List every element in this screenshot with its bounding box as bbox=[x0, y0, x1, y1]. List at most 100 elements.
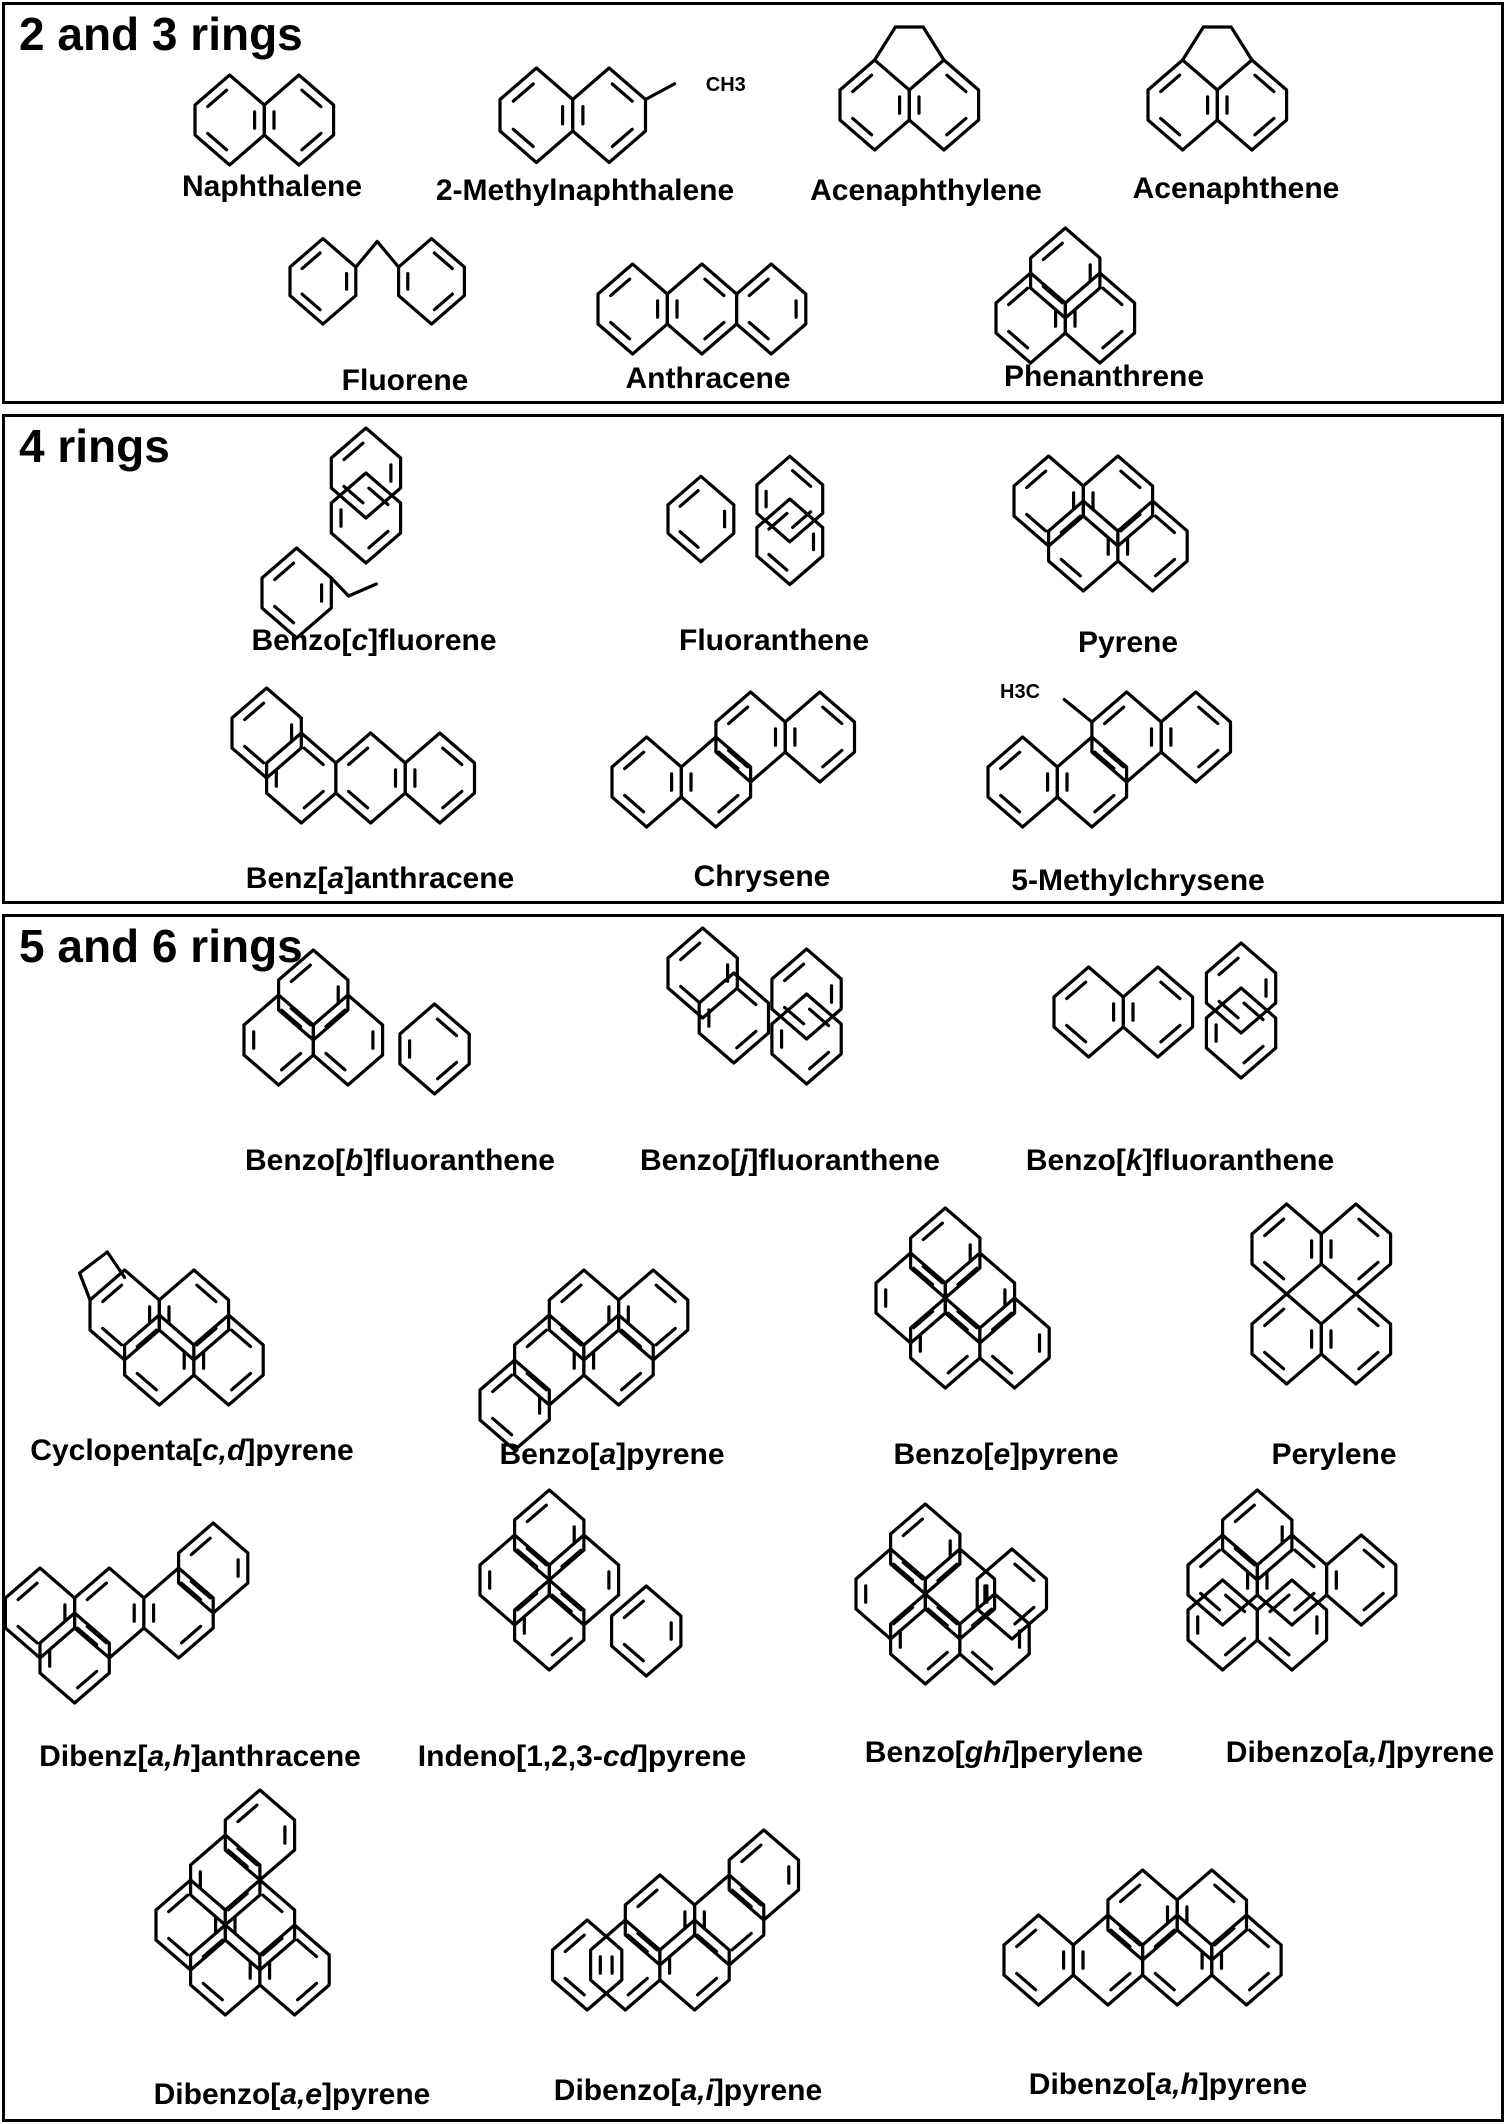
compound-name: Chrysene bbox=[693, 860, 831, 893]
ring bbox=[658, 1918, 731, 2012]
ring bbox=[755, 454, 825, 544]
compound-name: Dibenzo[a,e]pyrene bbox=[153, 2078, 431, 2111]
ring bbox=[1221, 1488, 1294, 1582]
compound-name: Indeno[1,2,3-cd]pyrene bbox=[417, 1740, 747, 1773]
structure-benzo-k-fluoranthene bbox=[1052, 941, 1278, 1080]
structure-benz-a-anthracene bbox=[230, 686, 477, 825]
ring bbox=[783, 690, 857, 784]
section-5-6-rings: 5 and 6 rings bbox=[2, 914, 1504, 2122]
ring bbox=[889, 1502, 962, 1596]
compound-name: Benzo[c]fluorene bbox=[251, 624, 497, 657]
ring bbox=[1121, 965, 1195, 1059]
ring bbox=[1186, 1533, 1259, 1627]
structure-fluorene bbox=[288, 237, 466, 326]
ring bbox=[311, 993, 385, 1087]
ring bbox=[907, 58, 981, 152]
compound-name: Acenaphthylene bbox=[810, 174, 1042, 207]
ring bbox=[986, 735, 1059, 829]
compound-name: Fluorene bbox=[341, 364, 469, 397]
ring bbox=[1215, 58, 1289, 152]
structure-acenaphthylene bbox=[838, 25, 981, 152]
ring bbox=[513, 1578, 586, 1672]
ring bbox=[943, 1251, 1017, 1345]
compound-name: Anthracene bbox=[625, 362, 791, 395]
ring bbox=[923, 1547, 997, 1641]
compound-name: 5-Methylchrysene bbox=[1011, 864, 1265, 897]
structure-naphthalene bbox=[193, 73, 336, 167]
structure-chrysene bbox=[610, 690, 857, 829]
ring bbox=[513, 1488, 586, 1582]
ring bbox=[975, 1547, 1049, 1641]
compound-name: Benzo[ghi]perylene bbox=[864, 1736, 1144, 1769]
ring bbox=[1204, 986, 1278, 1080]
ring bbox=[230, 686, 303, 780]
compound-name: Perylene bbox=[1271, 1438, 1397, 1471]
ring bbox=[1255, 1578, 1329, 1672]
ring bbox=[755, 497, 825, 587]
bond bbox=[643, 82, 677, 102]
compound-name: Dibenz[a,h]anthracene bbox=[39, 1740, 361, 1773]
structure-phenanthrene bbox=[994, 226, 1137, 365]
ring bbox=[770, 947, 843, 1041]
ring bbox=[157, 1268, 231, 1362]
section-title: 2 and 3 rings bbox=[19, 8, 303, 60]
ring bbox=[1116, 499, 1189, 593]
ring bbox=[258, 1923, 331, 2017]
structure-5-methylchrysene: H3C bbox=[986, 681, 1233, 829]
ring bbox=[665, 262, 739, 356]
ring bbox=[397, 237, 466, 326]
ring bbox=[610, 735, 683, 829]
ring bbox=[666, 926, 739, 1020]
compound-name: Fluoranthene bbox=[678, 624, 870, 657]
compound-name: 2-Methylnaphthalene bbox=[435, 174, 735, 207]
structure-benzo-b-fluoranthene bbox=[242, 948, 471, 1096]
ring bbox=[3, 1566, 77, 1660]
ring bbox=[1175, 1868, 1249, 1962]
ring bbox=[277, 948, 350, 1042]
ring bbox=[1146, 58, 1219, 152]
ring bbox=[1029, 226, 1102, 320]
compound-name: Benzo[j]fluoranthene bbox=[639, 1144, 941, 1177]
structure-dibenzo-ae-pyrene bbox=[154, 1788, 331, 2017]
ring bbox=[1325, 1533, 1398, 1627]
ring bbox=[582, 1313, 655, 1407]
ring bbox=[770, 992, 843, 1086]
structure-fluoranthene bbox=[666, 454, 825, 587]
ring bbox=[1210, 1913, 1283, 2007]
ring bbox=[142, 1566, 215, 1660]
ring bbox=[192, 1313, 265, 1407]
compound-name: Cyclopenta[c,d]pyrene bbox=[30, 1434, 354, 1467]
ring bbox=[260, 546, 333, 640]
bond bbox=[873, 25, 946, 62]
ring bbox=[329, 471, 403, 565]
structure-benzo-c-fluorene bbox=[260, 426, 403, 640]
ring bbox=[329, 426, 403, 520]
bond bbox=[329, 576, 378, 598]
ring bbox=[1319, 1292, 1393, 1386]
structure-dibenzo-al-pyrene bbox=[1186, 1488, 1398, 1672]
ring bbox=[610, 1584, 683, 1678]
structure-cyclopenta-cd-pyrene bbox=[78, 1250, 265, 1407]
ring bbox=[398, 1002, 471, 1096]
compound-name: Phenanthrene bbox=[1003, 360, 1205, 393]
ring bbox=[666, 474, 736, 564]
structure-benzo-ghi-perylene bbox=[854, 1502, 1049, 1686]
section-title: 4 rings bbox=[19, 420, 170, 472]
ring bbox=[1052, 965, 1125, 1059]
structure-indeno-123-cd-pyrene bbox=[478, 1488, 683, 1678]
ring bbox=[1250, 1292, 1323, 1386]
structure-benzo-a-pyrene bbox=[478, 1268, 690, 1452]
structure-dibenzo-ai-pyrene bbox=[550, 1828, 801, 2012]
ring bbox=[623, 1873, 697, 1967]
bond bbox=[354, 239, 401, 269]
ring bbox=[177, 1521, 250, 1615]
ring bbox=[958, 1592, 1031, 1686]
ring bbox=[978, 1296, 1051, 1390]
ring bbox=[223, 1878, 297, 1972]
ring bbox=[1204, 941, 1278, 1035]
ring bbox=[571, 66, 648, 165]
structure-dibenzo-ah-pyrene bbox=[1002, 1868, 1283, 2007]
ring bbox=[550, 1918, 624, 2012]
ring bbox=[38, 1611, 111, 1705]
structure-pyrene bbox=[1012, 454, 1189, 593]
